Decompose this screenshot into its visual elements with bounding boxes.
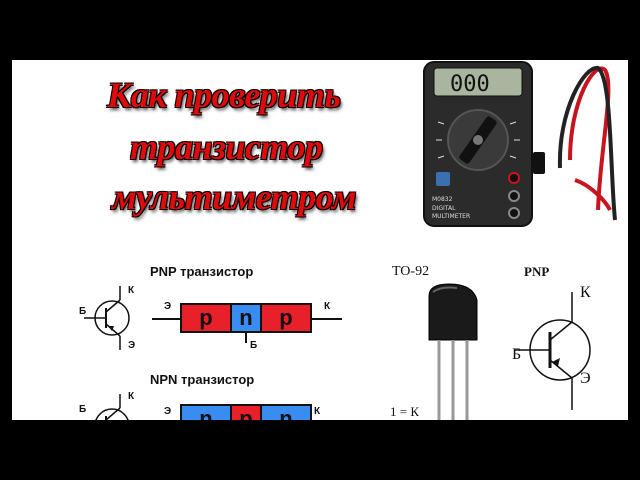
title-line-3: мультиметром bbox=[112, 177, 357, 217]
npn-small-collector-label: К bbox=[128, 391, 135, 402]
npn-diagram-title: NPN транзистор bbox=[150, 372, 255, 387]
pnp-transistor-symbol-large bbox=[514, 292, 591, 410]
jack-10a bbox=[508, 207, 520, 219]
multimeter-model: M0832 bbox=[432, 196, 453, 203]
pnp-region-p2: p bbox=[260, 303, 312, 333]
npn-small-base-label: Б bbox=[79, 404, 87, 415]
pnp-small-collector-label: К bbox=[128, 285, 135, 296]
npn-transistor-symbol-small bbox=[95, 394, 129, 420]
pnp-transistor-symbol-small bbox=[84, 286, 130, 350]
jack-com bbox=[508, 190, 520, 202]
pnp-diagram-title: PNP транзистор bbox=[150, 264, 254, 279]
package-pin-label: 1 = К bbox=[390, 404, 420, 419]
pnp-bar-collector-label: К bbox=[324, 301, 331, 312]
title-line-2: транзистор bbox=[130, 127, 323, 167]
pnp-region-p1: p bbox=[180, 303, 232, 333]
hfe-socket bbox=[436, 172, 450, 186]
multimeter-caption-2: MULTIMETER bbox=[432, 213, 470, 220]
multimeter-display-value: 000 bbox=[450, 72, 490, 97]
package-title: TO-92 bbox=[392, 264, 430, 279]
pnp-base-lead bbox=[245, 333, 247, 343]
pnp-lead-left bbox=[152, 318, 180, 320]
pnp-region-n: n bbox=[230, 303, 262, 333]
pnp-bar-base-label: Б bbox=[250, 340, 258, 351]
pnp-bar-emitter-label: Э bbox=[164, 301, 172, 312]
npn-region-n2: n bbox=[260, 404, 312, 420]
multimeter-caption-1: DIGITAL bbox=[432, 205, 456, 212]
npn-region-n1: n bbox=[180, 404, 232, 420]
pnp-symbol-base: Б bbox=[512, 346, 522, 363]
pnp-symbol-collector: К bbox=[580, 284, 591, 301]
multimeter-screen bbox=[433, 67, 523, 97]
npn-region-p: p bbox=[230, 404, 262, 420]
npn-bar-emitter-label: Э bbox=[164, 406, 172, 417]
pnp-lead-right bbox=[312, 318, 342, 320]
npn-bar-collector-label: К bbox=[314, 406, 321, 417]
pnp-symbol-emitter: Э bbox=[580, 370, 591, 387]
image-canvas: Как проверить транзистор мультиметром 00… bbox=[12, 60, 628, 420]
pnp-symbol-title: PNP bbox=[524, 264, 550, 279]
title-line-1: Как проверить bbox=[107, 75, 341, 115]
pnp-small-emitter-label: Э bbox=[128, 340, 136, 351]
probe-plug bbox=[533, 152, 545, 174]
jack-red bbox=[508, 172, 520, 184]
multimeter-illustration: 000 M0832 DIGITAL MULTIMETER bbox=[423, 61, 617, 227]
to92-package-illustration bbox=[428, 283, 478, 420]
pnp-small-base-label: Б bbox=[79, 306, 87, 317]
